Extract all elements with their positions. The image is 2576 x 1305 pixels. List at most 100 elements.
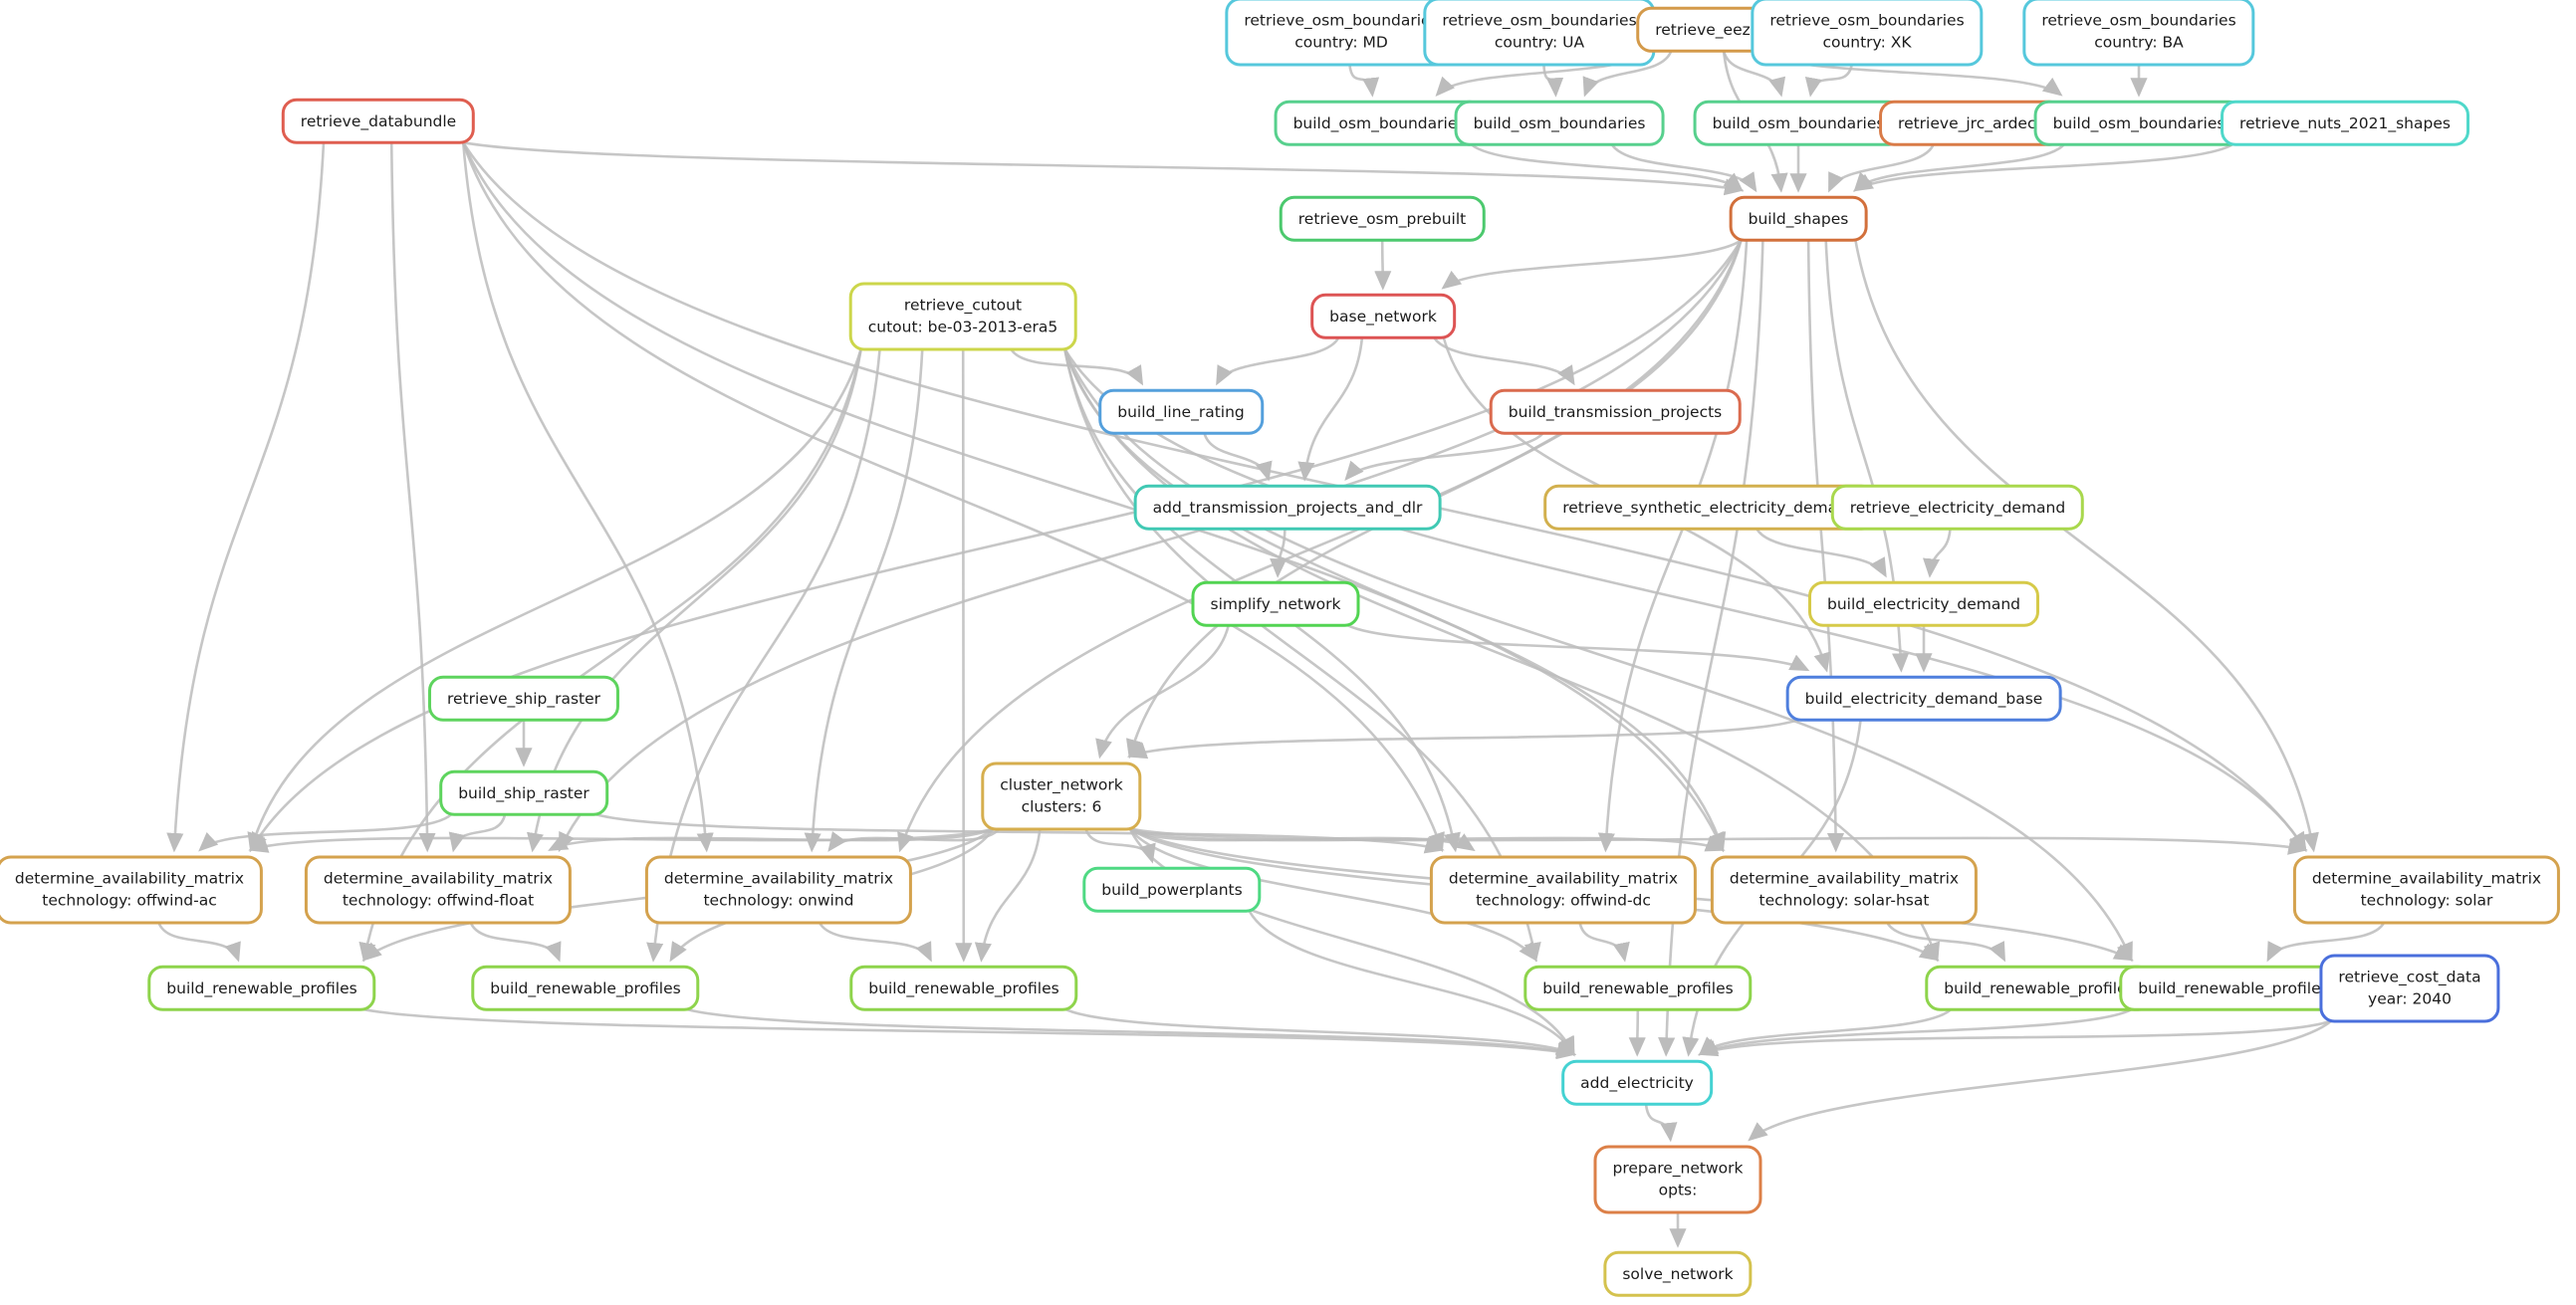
edge-retrieve-cost-data-to-prepare-network [1748,1019,2333,1142]
node-label: solve_network [1622,1264,1734,1283]
node-label: retrieve_osm_boundaries [1244,11,1439,30]
edge-build-renewable-profiles-6-to-add-electricity [1698,1008,2132,1056]
node-retrieve-nuts-2021-shapes: retrieve_nuts_2021_shapes [2221,100,2469,147]
edge-availability-offwind-dc-to-build-renewable-profiles-4 [1578,922,1630,963]
node-label: build_shapes [1748,209,1849,228]
edge-cluster-network-to-availability-offwind-float [548,827,994,851]
edge-build-powerplants-to-add-electricity [1248,910,1575,1057]
edge-retrieve-electricity-demand-to-build-electricity-demand [1923,529,1952,578]
node-label: add_transmission_projects_and_dlr [1152,498,1423,517]
node-build-osm-boundaries-2: build_osm_boundaries [1454,100,1665,147]
edge-retrieve-osm-boundaries-ua-to-build-osm-boundaries-2 [1542,64,1564,98]
node-build-osm-boundaries-4: build_osm_boundaries [2033,100,2244,147]
edge-retrieve-cutout-to-build-renewable-profiles-1 [358,348,862,963]
node-label: country: BA [2094,34,2184,52]
node-label: build_renewable_profiles [868,979,1059,997]
edge-build-ship-raster-to-availability-offwind-ac [198,813,453,852]
node-label: retrieve_osm_boundaries [2041,11,2236,30]
edge-build-shapes-to-add-electricity [1658,240,1764,1057]
node-label: determine_availability_matrix [1729,869,1960,888]
edge-cluster-network-to-build-renewable-profiles-4 [1128,827,1538,963]
edge-build-renewable-profiles-5-to-add-electricity [1698,1008,1952,1056]
edge-build-osm-boundaries-1-to-build-shapes [1470,143,1744,192]
edge-build-electricity-demand-base-to-cluster-network [1126,718,1799,760]
edge-retrieve-synthetic-electricity-demand-to-build-electricity-demand [1756,528,1887,578]
edge-retrieve-jrc-ardeco-to-build-shapes [1828,143,1935,193]
node-label: build_renewable_profiles [490,979,681,997]
node-label: retrieve_osm_boundaries [1769,11,1965,30]
node-label: retrieve_jrc_ardeco [1898,113,2045,132]
node-retrieve-ship-raster: retrieve_ship_raster [427,675,620,723]
edge-build-transmission-projects-to-add-transmission-projects-and-dlr [1344,432,1544,482]
node-label: technology: offwind-float [342,892,535,910]
node-label: build_osm_boundaries [1473,113,1646,132]
edge-build-ship-raster-to-availability-offwind-float [448,813,507,853]
node-label: cutout: be-03-2013-era5 [867,319,1058,336]
edge-build-renewable-profiles-3-to-add-electricity [1065,1008,1576,1056]
edge-availability-solar-to-build-renewable-profiles-6 [2266,921,2386,963]
node-label: country: MD [1294,34,1388,52]
node-label: technology: solar [2360,892,2493,910]
node-label: technology: offwind-ac [42,892,217,910]
node-label: technology: offwind-dc [1476,892,1651,910]
node-availability-onwind: determine_availability_matrix technology:… [644,855,913,925]
edge-cluster-network-to-availability-solar [1129,827,2308,855]
node-label: build_powerplants [1101,880,1243,899]
node-build-line-rating: build_line_rating [1098,388,1264,436]
node-build-ship-raster: build_ship_raster [439,769,608,817]
node-build-renewable-profiles-4: build_renewable_profiles [1523,965,1753,1012]
node-label: technology: onwind [703,892,854,910]
node-retrieve-osm-boundaries-xk: retrieve_osm_boundaries country: XK [1751,0,1984,67]
node-build-renewable-profiles-6: build_renewable_profiles [2119,965,2348,1012]
node-build-renewable-profiles-2: build_renewable_profiles [471,965,700,1012]
edge-simplify-network-to-build-electricity-demand-base [1346,624,1810,672]
node-label: simplify_network [1210,594,1341,613]
node-label: determine_availability_matrix [2311,869,2542,888]
edge-retrieve-databundle-to-availability-solar-hsat [462,141,1725,853]
edge-retrieve-cutout-to-availability-solar [1063,347,2307,853]
edge-retrieve-cutout-to-build-renewable-profiles-3 [955,348,973,963]
node-label: opts: [1658,1182,1698,1199]
edge-retrieve-cutout-to-build-renewable-profiles-6 [1063,347,2133,963]
node-label: retrieve_cost_data [2338,968,2481,986]
node-solve-network: solve_network [1603,1250,1753,1298]
node-label: retrieve_eez [1655,20,1751,39]
node-retrieve-databundle: retrieve_databundle [281,98,476,145]
node-label: prepare_network [1612,1159,1744,1178]
node-build-renewable-profiles-1: build_renewable_profiles [147,965,376,1012]
node-label: retrieve_synthetic_electricity_demand [1562,498,1857,517]
edge-build-shapes-to-availability-offwind-float [558,239,1743,853]
node-label: determine_availability_matrix [14,869,245,888]
edge-retrieve-osm-boundaries-xk-to-build-osm-boundaries-3 [1804,64,1854,98]
node-retrieve-eez: retrieve_eez [1636,6,1769,54]
node-retrieve-cost-data: retrieve_cost_data year: 2040 [2319,954,2500,1023]
edge-base-network-to-add-transmission-projects-and-dlr [1297,337,1364,482]
node-label: add_electricity [1580,1073,1694,1092]
edge-retrieve-databundle-to-availability-offwind-ac [166,142,326,853]
node-label: build_renewable_profiles [166,979,357,997]
node-label: country: UA [1494,34,1585,52]
edge-retrieve-osm-boundaries-md-to-build-osm-boundaries-1 [1348,64,1380,98]
edge-retrieve-databundle-to-build-shapes [462,140,1745,196]
node-build-osm-boundaries-1: build_osm_boundaries [1274,100,1485,147]
node-label: retrieve_cutout [903,296,1023,315]
node-build-transmission-projects: build_transmission_projects [1489,388,1742,436]
edge-cluster-network-to-build-renewable-profiles-3 [974,828,1042,963]
node-build-shapes: build_shapes [1729,195,1868,243]
node-label: base_network [1329,307,1437,326]
node-label: build_ship_raster [458,783,589,802]
node-prepare-network: prepare_network opts: [1593,1145,1762,1214]
node-label: year: 2040 [2368,990,2452,1008]
edge-retrieve-cutout-to-build-renewable-profiles-4 [1063,348,1541,963]
edge-availability-offwind-ac-to-build-renewable-profiles-1 [157,921,241,963]
node-label: determine_availability_matrix [663,869,894,888]
node-retrieve-synthetic-electricity-demand: retrieve_synthetic_electricity_demand [1543,484,1876,532]
node-label: clusters: 6 [1021,798,1102,816]
node-label: retrieve_ship_raster [446,689,601,708]
node-label: country: XK [1822,34,1912,52]
edge-retrieve-cost-data-to-add-electricity [1698,1019,2332,1057]
